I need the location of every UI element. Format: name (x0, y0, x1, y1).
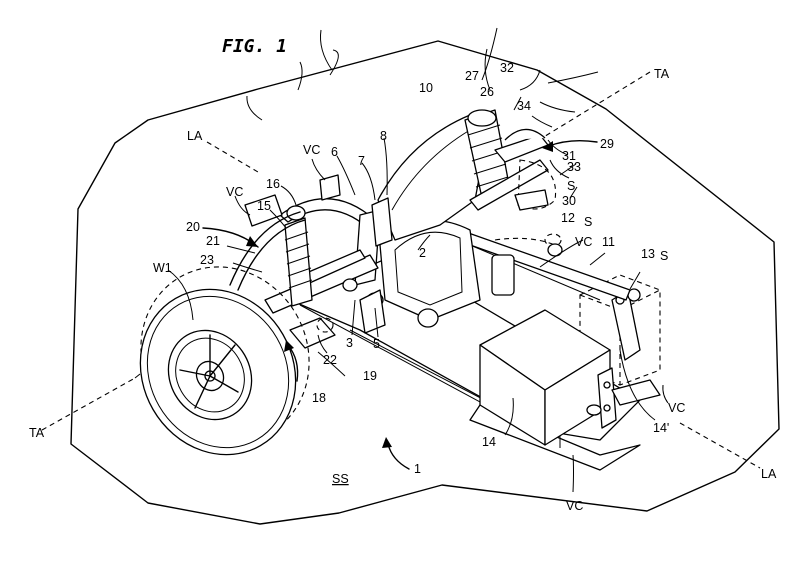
label-s-mount: S (584, 215, 592, 229)
label-19: 19 (363, 369, 377, 383)
label-2: 2 (419, 246, 426, 260)
label-32: 32 (500, 61, 514, 75)
front-knuckle (289, 317, 336, 349)
label-ta-top: TA (654, 67, 670, 81)
label-12: 12 (561, 211, 575, 225)
label-5: 5 (373, 337, 380, 351)
label-vc-right: VC (668, 401, 685, 415)
label-14: 14 (482, 435, 496, 449)
label-3: 3 (346, 336, 353, 350)
arrow-29-head (542, 141, 553, 152)
label-8: 8 (380, 129, 387, 143)
leader-vc-bottom (572, 454, 574, 493)
label-vc-left: VC (226, 185, 243, 199)
support-surface-outline (70, 40, 780, 525)
label-assembly-1: 1 (414, 462, 421, 476)
arrow-20-head (246, 236, 258, 247)
leader-6 (336, 155, 356, 196)
label-7: 7 (358, 154, 365, 168)
leader-8 (383, 137, 388, 196)
vehicle-chassis-drawing (139, 109, 661, 471)
leader-3 (351, 299, 356, 336)
arrow-29 (548, 139, 598, 147)
label-15: 15 (257, 199, 271, 213)
leader-22 (317, 334, 328, 354)
leader-16 (280, 185, 297, 206)
label-vc-bottom: VC (566, 499, 583, 513)
label-vc-link: VC (575, 235, 592, 249)
arrow-1-head (382, 437, 392, 448)
arrow-18-head (284, 340, 294, 352)
leader-2 (417, 234, 431, 251)
label-support-surface: SS (332, 472, 349, 486)
label-13: 13 (641, 247, 655, 261)
label-20: 20 (186, 220, 200, 234)
transverse-axis-top (541, 71, 651, 139)
rear-shock-absorber (464, 109, 511, 199)
label-ta-bottom: TA (29, 426, 45, 440)
label-30: 30 (562, 194, 576, 208)
label-31: 31 (562, 149, 576, 163)
leader-14 (504, 397, 514, 436)
figure-title: FIG. 1 (222, 36, 287, 57)
leader-5 (374, 307, 379, 338)
leader-ta-bottom (134, 373, 141, 379)
transverse-axis-bottom (41, 377, 136, 431)
label-26: 26 (480, 85, 494, 99)
label-s-rear: S (660, 249, 668, 263)
label-s-knuckle: S (567, 179, 575, 193)
leader-w1 (167, 269, 194, 321)
leader-15 (269, 209, 287, 229)
wheel-spokes (179, 334, 239, 409)
leader-19 (317, 351, 346, 377)
label-29: 29 (600, 137, 614, 151)
label-w1: W1 (153, 261, 172, 275)
label-14-prime: 14' (653, 421, 669, 435)
longitudinal-axis-bottom (679, 422, 761, 469)
leader-21 (226, 245, 256, 254)
label-6: 6 (331, 145, 338, 159)
label-18: 18 (312, 391, 326, 405)
leader-vc-left (234, 195, 251, 216)
leader-23 (232, 262, 263, 273)
leader-lines (246, 27, 641, 290)
label-22: 22 (323, 353, 337, 367)
longitudinal-axis-top (206, 141, 259, 173)
arrow-1 (387, 443, 410, 470)
rear-lower-arm (469, 159, 549, 211)
front-wheel (139, 266, 310, 456)
label-vc-bracket: VC (303, 143, 320, 157)
label-10: 10 (419, 81, 433, 95)
label-21: 21 (206, 234, 220, 248)
front-arm-curve (229, 211, 301, 286)
label-11: 11 (602, 235, 615, 249)
label-la-top: LA (187, 129, 203, 143)
label-27: 27 (465, 69, 479, 83)
leader-vc-right (662, 384, 669, 404)
leader-7 (361, 162, 376, 201)
label-23: 23 (200, 253, 214, 267)
label-33: 33 (567, 160, 581, 174)
label-16: 16 (266, 177, 280, 191)
label-34: 34 (517, 99, 531, 113)
leader-14prime (619, 349, 656, 421)
reference-labels: TA TA LA LA 2 3 5 6 7 8 10 11 12 13 14 1… (29, 61, 777, 513)
battery-box (479, 309, 611, 446)
battery-mount-bracket (597, 367, 617, 429)
leader-vc-6 (311, 158, 326, 181)
label-la-bottom: LA (761, 467, 777, 481)
